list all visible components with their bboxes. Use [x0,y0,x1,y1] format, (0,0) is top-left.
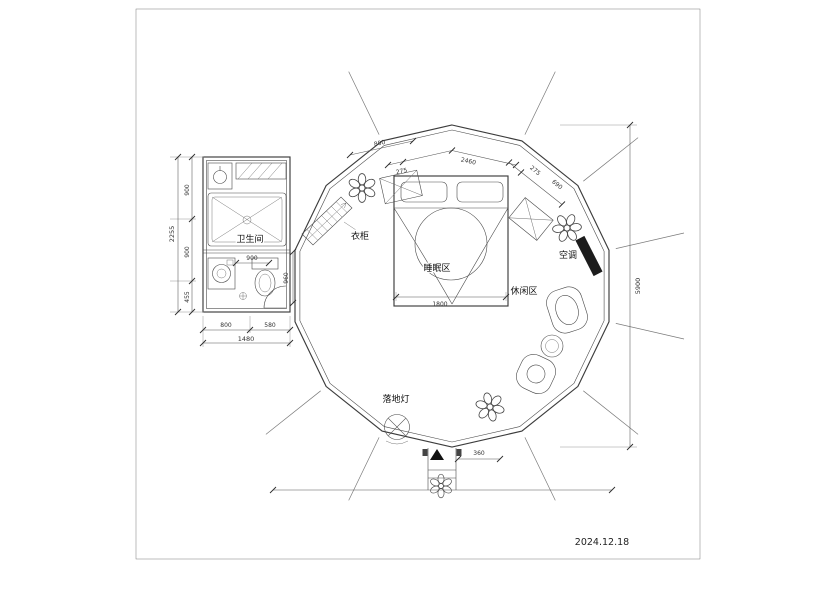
dim-annex-b: 580 [264,322,276,329]
dim-entrance-width: 360 [473,450,485,457]
dim-top-seg-d: 690 [550,179,563,192]
label-floor-lamp: 落地灯 [382,393,409,405]
label-bathroom: 卫生间 [236,233,263,245]
dimension-bathroom-width: 900 [232,255,273,267]
dim-bathroom-width: 900 [246,255,258,262]
dim-left-seg-c: 455 [184,291,191,303]
dimension-top-chain: 800 275 2460 275 690 [346,137,566,208]
washing-machine [207,257,236,290]
stairs [301,196,353,246]
plant-icon [347,173,377,203]
dim-top-seg-b: 2460 [460,156,477,166]
dim-top-seg-c: 275 [528,165,541,178]
dimension-annex-right: 960 [283,248,297,307]
dimension-entrance: 360 [454,450,504,463]
sink-unit [207,162,233,190]
floor-drain [239,292,247,300]
wardrobe-leader-line [343,221,357,231]
bed-decor-circle [414,207,488,281]
label-air-conditioner: 空调 [559,249,577,261]
armchair [516,354,556,394]
door-post-right [456,449,462,456]
dim-overall-diameter: 5900 [634,278,642,295]
dimension-bed-width: 1800 [392,292,510,308]
dim-top-edge: 800 [373,139,386,148]
toilet [251,257,279,297]
dimension-left-chain: 2255 900 900 455 [168,153,204,316]
dimension-annex-bottom: 800 580 1480 [199,316,294,347]
chaise-lounge [546,286,588,334]
bathroom-annex [202,156,291,313]
yurt-wall [294,124,610,448]
dim-top-seg-a: 275 [395,167,408,176]
door-post-left [422,449,428,456]
shower-tub [207,192,287,247]
dim-bed-width: 1800 [432,301,447,308]
entrance-arrow-icon [430,449,444,460]
dim-annex-height: 960 [283,272,290,284]
bathroom-divider-wall [203,249,290,254]
ac-unit [575,235,603,277]
floor-lamp-symbol [384,414,410,445]
dim-annex-total: 1480 [238,335,255,343]
dim-annex-a: 800 [220,322,232,329]
bed [393,175,509,307]
radial-guide-lines [265,71,685,501]
side-table [540,334,564,358]
dim-left-seg-b: 900 [184,246,191,258]
wardrobe-cabinet-right [508,197,554,241]
ground-baseline [269,486,616,494]
counter-hatch [235,162,287,180]
drawing-border [135,8,701,560]
drawing-date: 2024.12.18 [575,537,629,548]
blanket-folds [393,207,509,305]
entrance [422,448,462,490]
dimension-right-diameter: 5900 [560,121,642,451]
label-sleeping-area: 睡眠区 [423,262,450,274]
dim-left-total: 2255 [168,226,176,243]
dim-left-seg-a: 900 [184,184,191,196]
label-wardrobe: 衣柜 [351,230,369,242]
pillow-right [456,181,504,203]
wardrobe-cabinet-left [379,169,423,205]
label-leisure-area: 休闲区 [510,285,537,297]
plant-icon [471,388,509,426]
pillow-left [400,181,448,203]
bathroom-door [263,285,287,309]
